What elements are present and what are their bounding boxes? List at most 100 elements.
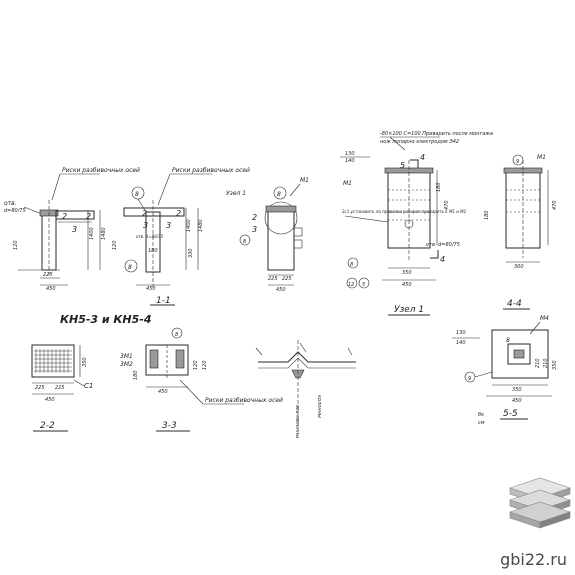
dim-180-right: 180 [484, 210, 490, 220]
mark-5-n1: 5 [362, 282, 365, 288]
mark-2b-v2: 2 [176, 209, 181, 218]
dim-210a-s55: 210 [535, 358, 541, 368]
dim-450-s33: 450 [158, 389, 168, 395]
weld-sketch: ось колонны колонны [255, 340, 356, 438]
mark-12-n1: 12 [348, 282, 354, 288]
section-title-55: 5-5 [503, 409, 518, 419]
view-2: Риски разбивочных осей 8 2 2 3 3 отв. d=… [112, 167, 250, 306]
node1-note-top: -80×100 С=100 Приварить после монтажа [380, 131, 493, 137]
mark-2-v3: 2 [252, 213, 257, 222]
view-4-4-elev: М1 9 470 180 300 [484, 154, 558, 270]
risk-label-s33: Риски разбивочных осей [205, 397, 283, 404]
dim-1480-v1: 1480 [101, 227, 107, 240]
mark-M1-v3: М1 [300, 177, 309, 184]
dim-140-n1: 140 [345, 158, 355, 164]
dim-450-n1: 450 [402, 282, 412, 288]
mark-9-s55: 9 [468, 376, 471, 382]
section-title-22: 2-2 [40, 421, 55, 431]
mark-8-top-v2: 8 [135, 191, 139, 198]
dim-225a-s22: 225 [35, 385, 45, 391]
node1-note-left: 3с1 установить по привязки раскроп прива… [342, 209, 467, 214]
dim-330-v2: 330 [188, 248, 194, 258]
dim-1400-v2: 1400 [186, 219, 192, 232]
mark-M1-left-n1: М1 [343, 180, 352, 187]
mark-M1-right: М1 [537, 154, 546, 161]
dim-1400-v1: 1400 [89, 227, 95, 240]
dim-225b-s22: 225 [55, 385, 65, 391]
mark-8-n1: 8 [350, 262, 353, 268]
mark-3M1-s33: 3М1 [120, 353, 133, 360]
dim-450-v3: 450 [276, 287, 286, 293]
dim-450-s22: 450 [45, 397, 55, 403]
mark-2-v1: 2 [62, 212, 67, 221]
axis-label-elev: ось колонны [294, 405, 300, 438]
node-1-view: -80×100 С=100 Приварить после монтажа но… [340, 131, 493, 316]
dim-180-v2: 180 [148, 248, 158, 254]
ref-note2-s55: см [478, 420, 485, 426]
sheet-title: КН5-3 и КН5-4 [60, 313, 152, 326]
axis-label-elev-2: колонны [316, 395, 322, 418]
view-title-v2: 1-1 [156, 296, 171, 306]
dim-470-n1: 470 [444, 200, 450, 210]
dim-1480-v2: 1480 [198, 219, 204, 232]
mark-2a-v2: 2 [142, 209, 147, 218]
mark-2b-v1: 2 [86, 212, 91, 221]
site-watermark: gbi22.ru [500, 550, 567, 569]
dim-350-n1: 350 [402, 270, 412, 276]
dim-470-right: 470 [552, 200, 558, 210]
mark-4-bottom-n1: 4 [440, 255, 445, 264]
mark-9-right: 9 [516, 159, 519, 165]
mark-M4-s55: М4 [540, 315, 549, 322]
mark-8-s33: 8 [175, 332, 178, 338]
section-title-44: 4-4 [507, 299, 522, 309]
dim-350-s55-right: 350 [552, 360, 558, 370]
dim-120b-s33: 120 [202, 360, 208, 370]
risk-label-1: Риски разбивочных осей [62, 167, 140, 174]
dim-450-v1: 450 [46, 286, 56, 292]
hole-dia-1: d=80/75 [4, 208, 26, 214]
section-2-2: 350 225 225 С1 450 2-2 [31, 344, 93, 432]
dim-120-v1: 120 [13, 240, 19, 250]
dim-225a-v3: 225 [268, 276, 278, 282]
section-3-3: 8 3М1 3М2 120 120 180 450 Риски разбивоч… [120, 327, 283, 432]
mark-8-v3: 8 [277, 191, 281, 198]
dim-180-s33: 180 [133, 370, 139, 380]
mark-8b-v3: 8 [243, 239, 246, 245]
node1-title: Узел 1 [394, 305, 424, 315]
mark-3-v1: 3 [72, 225, 77, 234]
dim-120-v2: 120 [112, 240, 118, 250]
dim-450-s55: 450 [512, 398, 522, 404]
dim-225-v1: 225 [43, 272, 53, 278]
dim-130-n1: 130 [345, 151, 355, 157]
mark-8-bottom-v2: 8 [128, 264, 132, 271]
hole-note-v2: отв. d=80/75 [136, 234, 164, 239]
mark-C1-s22: С1 [84, 382, 93, 390]
brand-logo [509, 477, 571, 529]
dim-450-v2: 450 [146, 286, 156, 292]
view-3: Узел 1 М1 8 2 3 8 225 225 450 [226, 177, 309, 293]
dim-300-right: 300 [514, 264, 524, 270]
dim-350-s22: 350 [82, 357, 88, 367]
hole-label-1: отв. [4, 200, 17, 207]
dim-210b-s55: 210 [543, 358, 549, 368]
dim-225b-v3: 225 [282, 276, 292, 282]
dim-120a-s33: 120 [193, 360, 199, 370]
section-title-33: 3-3 [162, 421, 177, 431]
mark-3-v3: 3 [252, 225, 257, 234]
dim-130-s55: 130 [456, 330, 466, 336]
mark-8-s55: 8 [506, 337, 510, 344]
risk-label-2: Риски разбивочных осей [172, 167, 250, 174]
dim-180-n1: 180 [436, 182, 442, 192]
mark-4-top-n1: 4 [420, 153, 425, 162]
node1-note-top2: нож попарно электродом Э42 [380, 139, 459, 145]
view-1: Риски разбивочных осей отв. d=80/75 2 3 … [4, 167, 140, 292]
ref-note-s55: бк [478, 412, 484, 418]
mark-3M2-s33: 3М2 [120, 361, 133, 368]
mark-5-top-n1: 5 [400, 161, 405, 170]
hole-note-n1: отв. d=80/75 [426, 242, 460, 248]
dim-140-s55: 140 [456, 340, 466, 346]
dim-350-s55: 350 [512, 387, 522, 393]
mark-3b-v2: 3 [166, 221, 171, 230]
node-label-v3: Узел 1 [226, 190, 246, 197]
